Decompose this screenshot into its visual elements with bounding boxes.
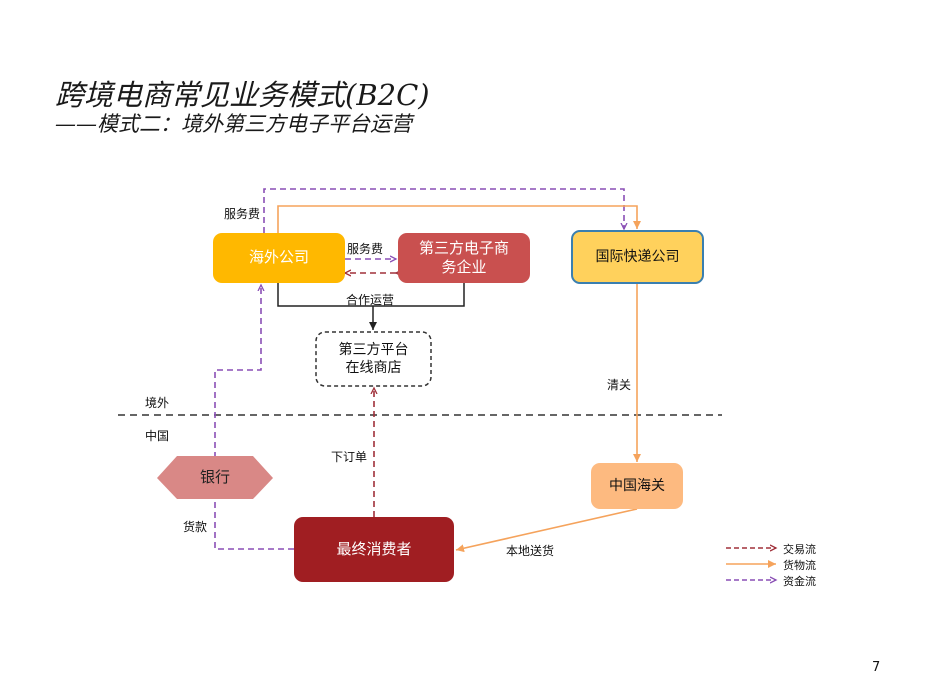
legend-label-transaction: 交易流 <box>783 543 816 556</box>
fund-flow-service-fee-express <box>263 188 624 233</box>
bank-hexagon <box>157 456 273 499</box>
label-payment: 货款 <box>183 520 208 534</box>
slide-title: 跨境电商常见业务模式(B2C) <box>55 78 430 112</box>
label-service-fee-top: 服务费 <box>224 207 261 221</box>
node-bank: 银行 <box>157 456 273 499</box>
slide-subtitle: ——模式二：境外第三方电子平台运营 <box>55 112 412 136</box>
node-intl-express-label: 国际快递公司 <box>595 248 680 265</box>
node-third-party-ecommerce: 第三方电子商 务企业 <box>398 233 530 283</box>
node-platform-store-line2: 在线商店 <box>345 360 402 376</box>
legend-label-fund: 资金流 <box>783 575 816 588</box>
cooperation-connector <box>277 283 465 307</box>
node-overseas-company-label: 海外公司 <box>248 248 309 267</box>
goods-flow-local-delivery <box>455 508 638 553</box>
label-cooperation: 合作运营 <box>346 293 395 307</box>
label-china: 中国 <box>145 429 170 443</box>
label-overseas: 境外 <box>145 396 170 410</box>
label-service-fee-mid: 服务费 <box>347 242 384 256</box>
node-third-party-ecommerce-line2: 务企业 <box>441 258 487 276</box>
node-third-party-ecommerce-line1: 第三方电子商 <box>418 238 509 257</box>
node-china-customs: 中国海关 <box>591 463 683 509</box>
node-end-consumer-label: 最终消费者 <box>336 539 412 558</box>
node-bank-label: 银行 <box>199 467 230 486</box>
node-platform-store-line1: 第三方平台 <box>338 341 409 358</box>
legend-label-goods: 货物流 <box>783 559 816 572</box>
label-local-delivery: 本地送货 <box>506 544 555 558</box>
node-overseas-company: 海外公司 <box>213 233 345 283</box>
label-clearance: 清关 <box>607 378 632 392</box>
platform-store-border <box>315 331 432 387</box>
node-end-consumer: 最终消费者 <box>294 517 454 582</box>
fund-flow-payment <box>214 285 294 550</box>
node-platform-store: 第三方平台 在线商店 <box>316 332 431 386</box>
page-number: 7 <box>872 660 881 675</box>
goods-flow-to-express <box>277 205 641 233</box>
label-place-order: 下订单 <box>331 450 368 464</box>
node-intl-express: 国际快递公司 <box>571 230 704 284</box>
node-china-customs-label: 中国海关 <box>609 477 665 494</box>
